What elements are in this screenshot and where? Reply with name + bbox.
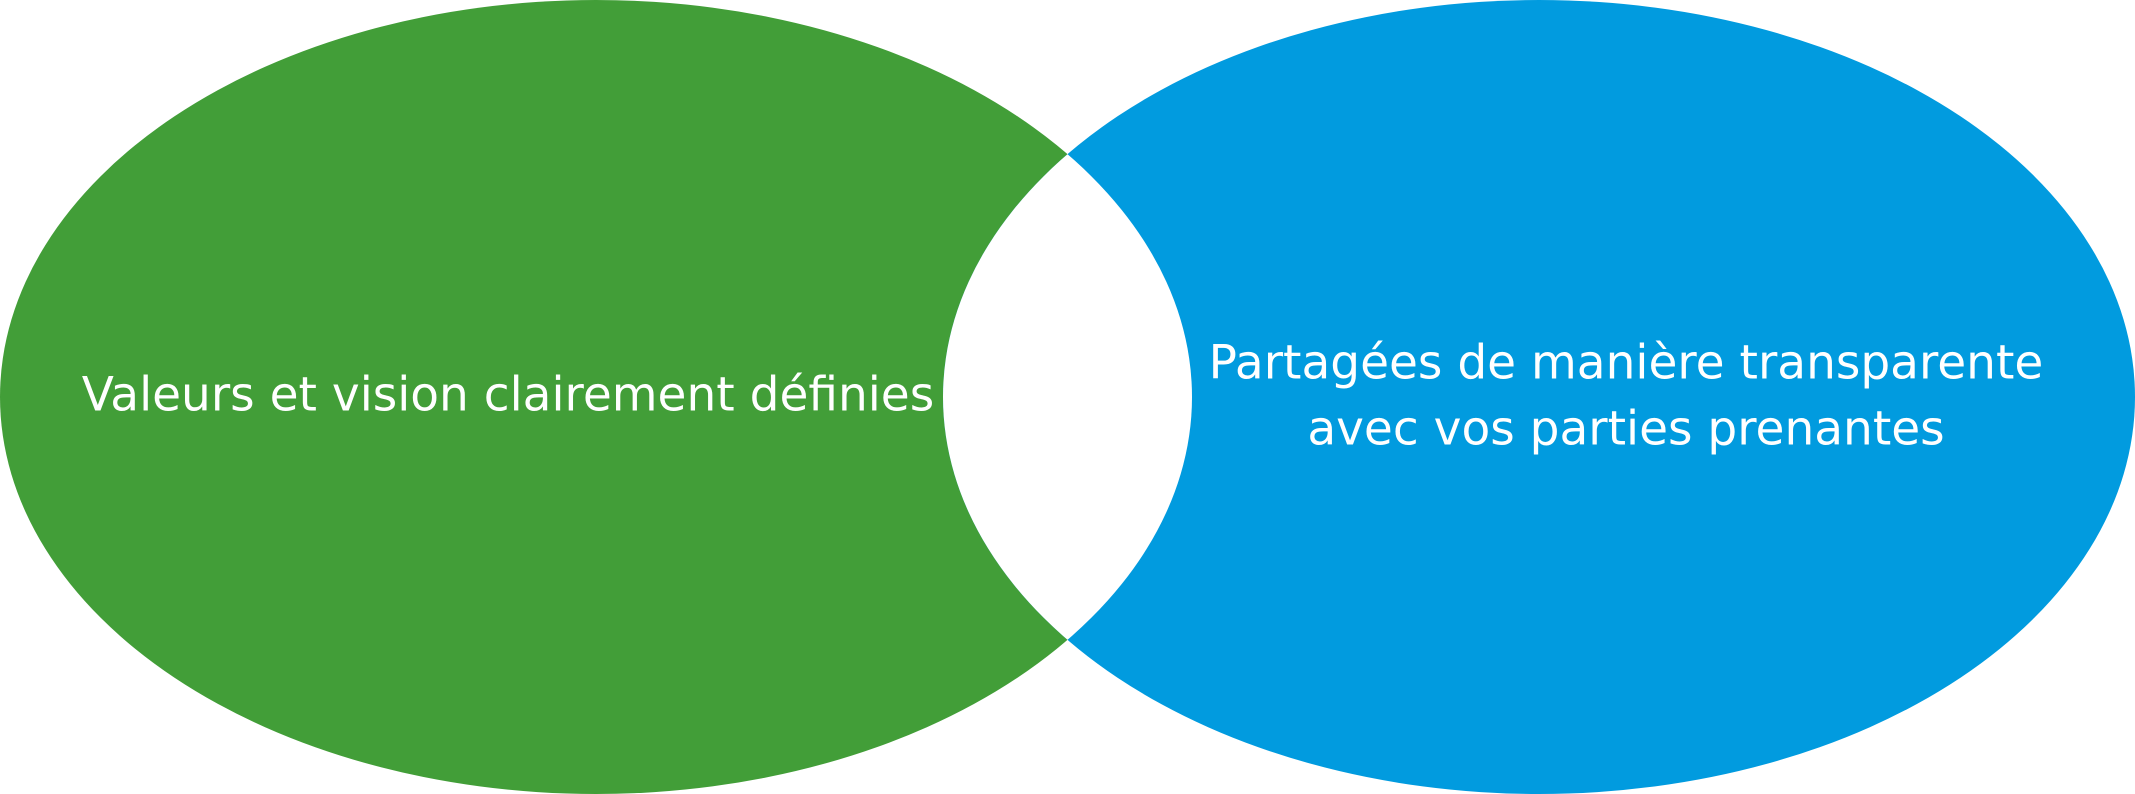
left-ellipse-label: Valeurs et vision clairement définies — [82, 368, 934, 423]
right-ellipse — [943, 0, 2135, 794]
left-ellipse — [0, 0, 1192, 794]
right-ellipse-label-line-1: Partagées de manière transparente — [1209, 336, 2044, 391]
right-ellipse-label-line-2: avec vos parties prenantes — [1307, 402, 1944, 457]
